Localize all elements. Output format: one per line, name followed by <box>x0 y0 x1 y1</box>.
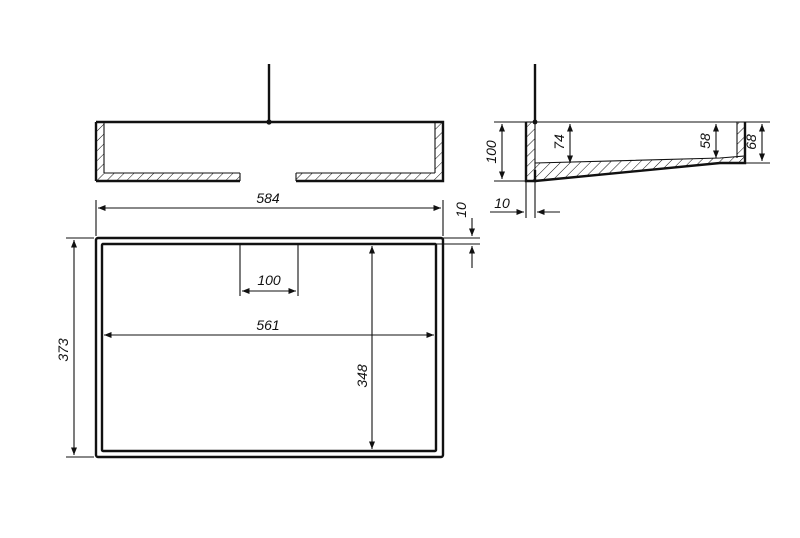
dim-plan-rim: 10 <box>453 202 469 218</box>
plan-outer <box>94 236 445 459</box>
dim-plan-slot: 100 <box>257 272 281 288</box>
front-floor-right <box>296 173 435 181</box>
dim-side-rim-left: 58 <box>697 133 713 149</box>
dim-side-wall: 10 <box>494 195 510 211</box>
front-wall-right <box>435 122 443 181</box>
dim-plan-depth-inner: 348 <box>354 364 370 388</box>
dim-plan-width-outer: 584 <box>256 190 280 206</box>
dim-plan-width-inner: 561 <box>256 317 279 333</box>
plan-view <box>94 236 445 459</box>
dim-side-height-inner: 74 <box>551 134 567 150</box>
side-wall-front <box>737 122 745 163</box>
front-view <box>94 64 445 183</box>
dim-plan-depth-outer: 373 <box>55 338 71 362</box>
plan-inner <box>100 242 438 453</box>
dim-side-rim-right: 68 <box>743 134 759 150</box>
side-view <box>524 64 747 183</box>
front-floor-left <box>104 173 240 181</box>
side-wall-back <box>526 122 535 181</box>
front-wall-left <box>96 122 104 181</box>
dim-side-height-outer: 100 <box>483 140 499 164</box>
